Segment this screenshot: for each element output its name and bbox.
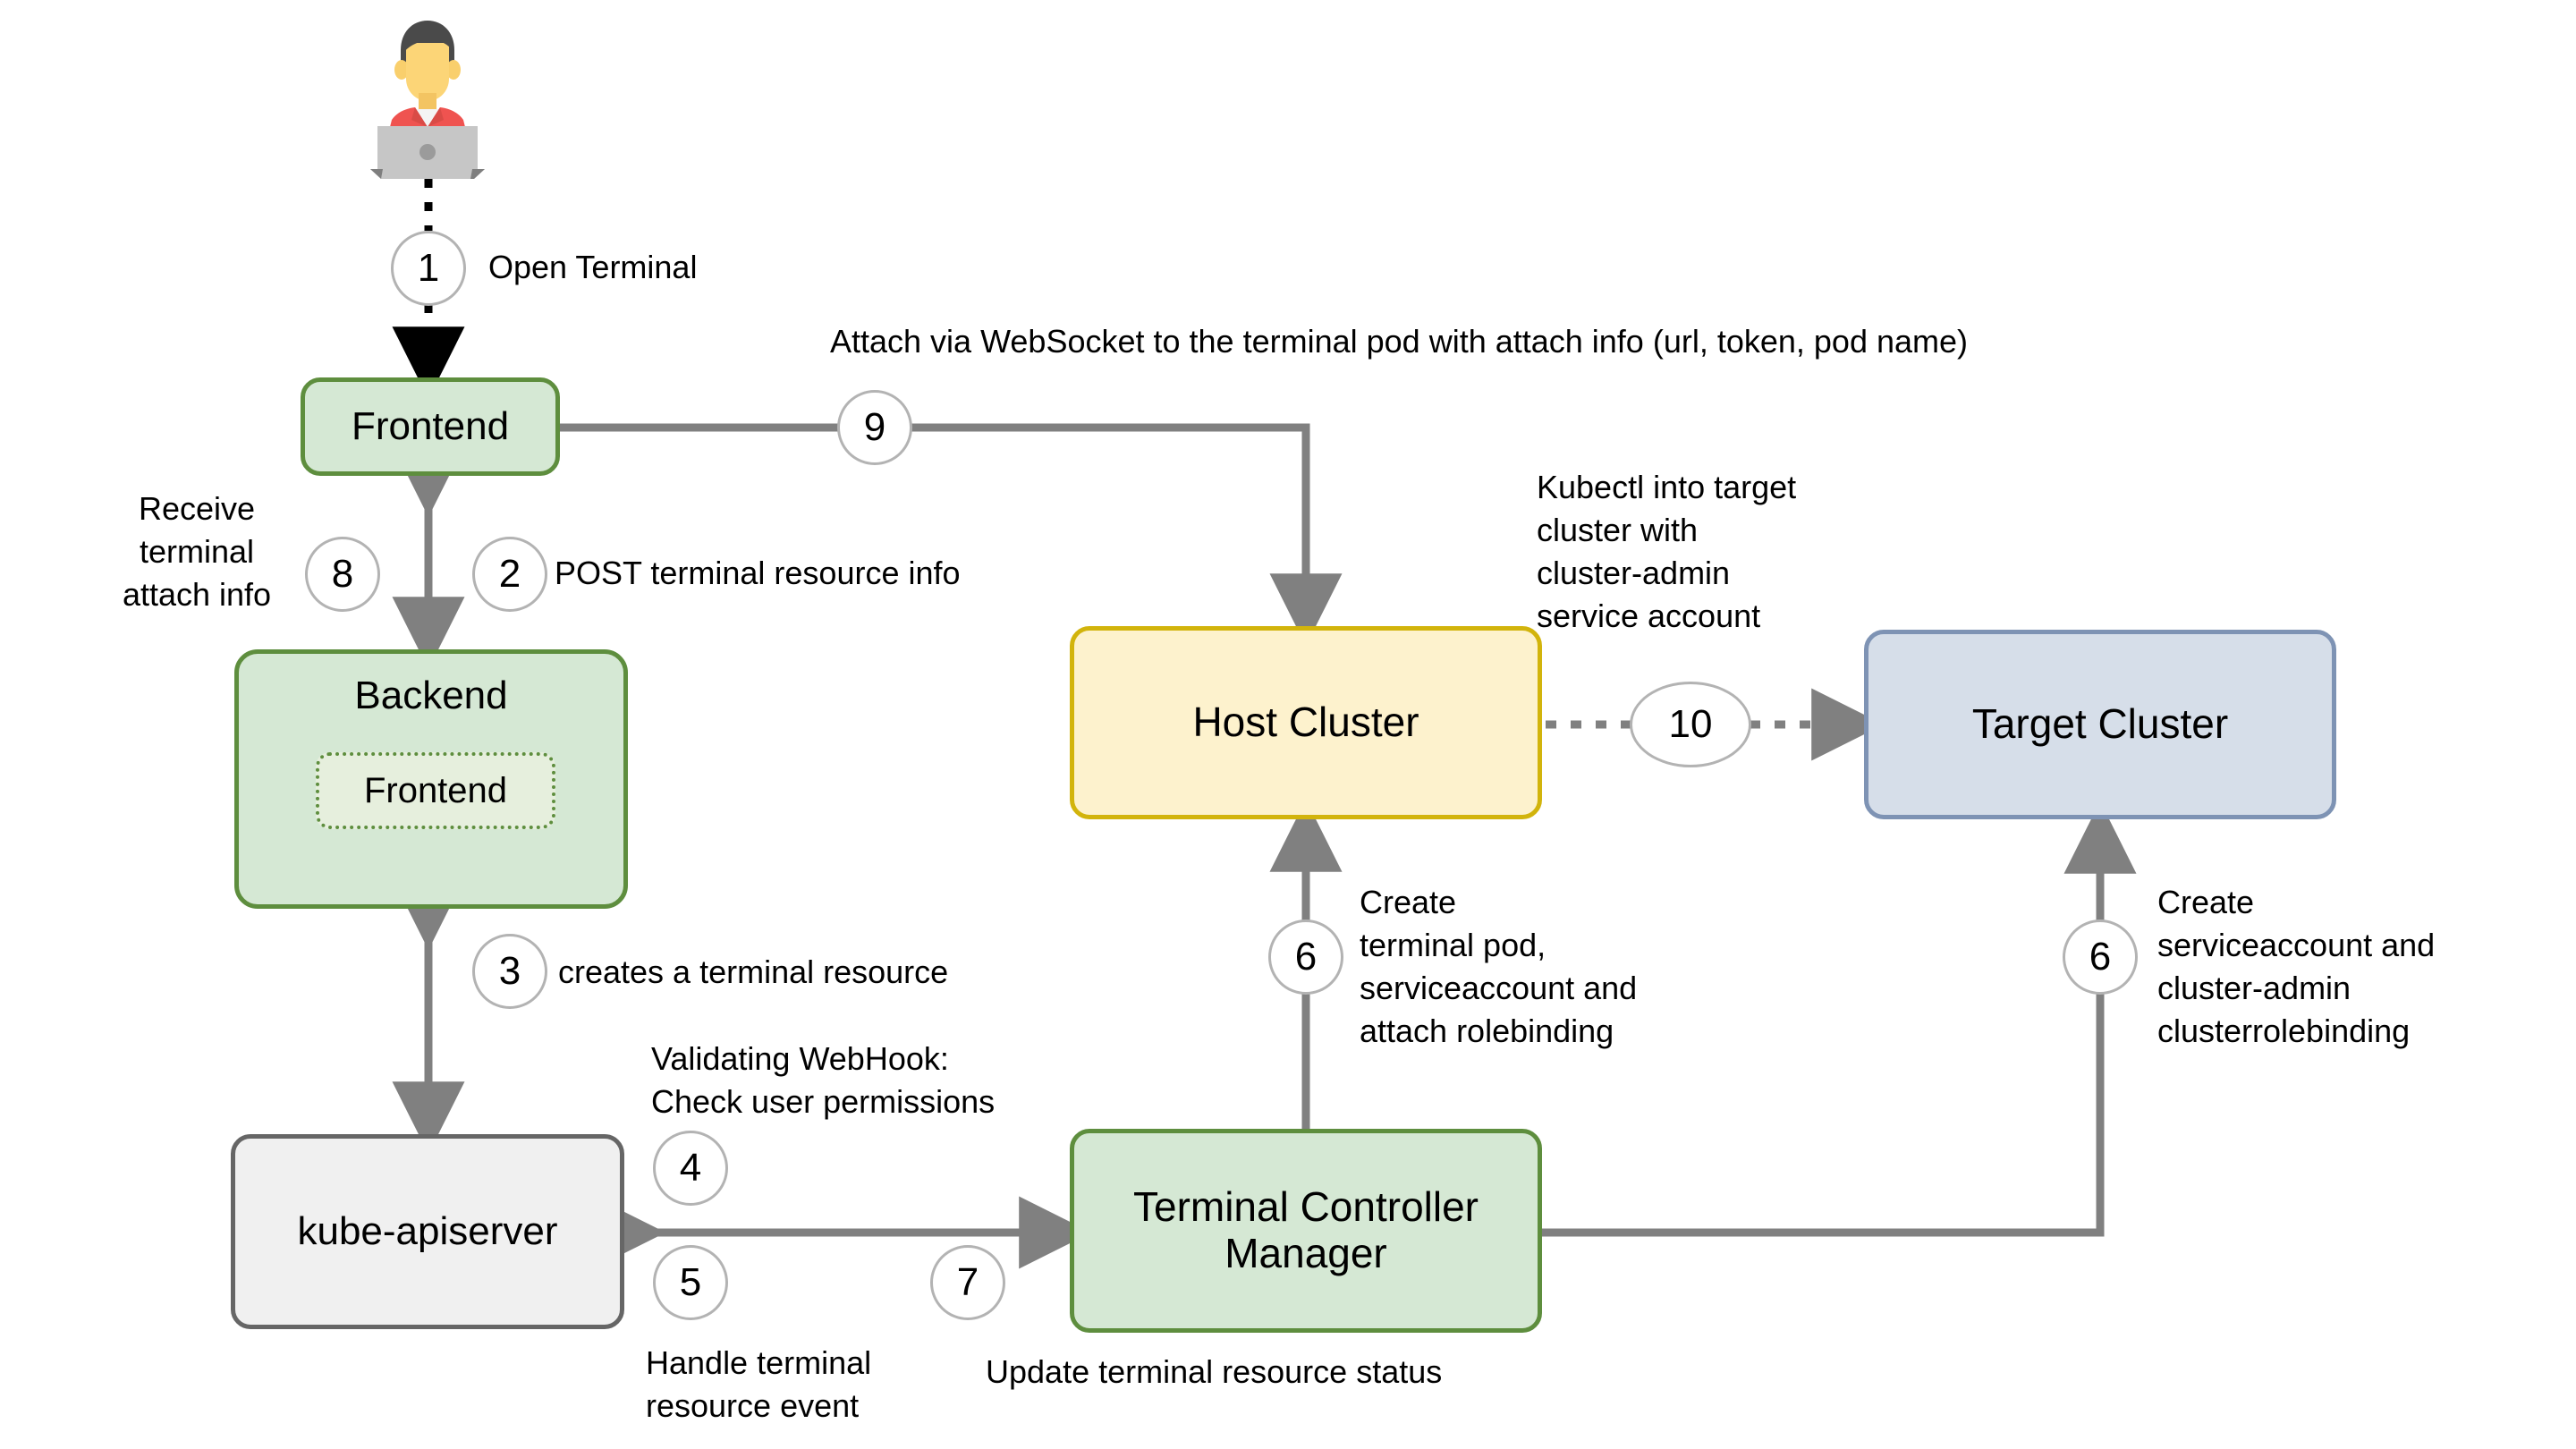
step-badge-8[interactable]: 8 <box>305 537 380 612</box>
label-handle-terminal-resource-event: Handle terminal resource event <box>646 1344 872 1424</box>
node-kube-apiserver[interactable]: kube-apiserver <box>231 1134 624 1329</box>
step-badge-4-number: 4 <box>679 1146 702 1190</box>
step-badge-5-number: 5 <box>679 1260 702 1304</box>
user-with-laptop-icon <box>370 21 485 179</box>
step-badge-9[interactable]: 9 <box>837 390 912 465</box>
node-backend[interactable]: Backend Frontend <box>234 649 628 909</box>
node-kube-apiserver-label: kube-apiserver <box>297 1209 558 1254</box>
label-attach-via-websocket: Attach via WebSocket to the terminal pod… <box>830 323 1969 360</box>
node-target-cluster-label: Target Cluster <box>1971 700 2229 748</box>
node-terminal-controller-manager-label: Terminal Controller Manager <box>1132 1183 1479 1276</box>
step-badge-4[interactable]: 4 <box>653 1131 728 1206</box>
step-badge-5[interactable]: 5 <box>653 1245 728 1320</box>
node-host-cluster-label: Host Cluster <box>1192 699 1419 746</box>
label-create-terminal-pod: Create terminal pod, serviceaccount and … <box>1360 884 1638 1049</box>
node-frontend-label: Frontend <box>351 404 510 449</box>
label-update-terminal-resource-status: Update terminal resource status <box>986 1353 1443 1390</box>
step-badge-9-number: 9 <box>863 405 886 449</box>
step-badge-3-number: 3 <box>498 949 521 993</box>
node-backend-inner-frontend-label: Frontend <box>363 770 508 810</box>
node-host-cluster[interactable]: Host Cluster <box>1070 626 1542 819</box>
step-badge-7-number: 7 <box>956 1260 979 1304</box>
node-frontend[interactable]: Frontend <box>301 377 560 476</box>
step-badge-6-host-number: 6 <box>1294 935 1318 979</box>
node-backend-label: Backend <box>354 674 508 717</box>
label-kubectl-into-target: Kubectl into target cluster with cluster… <box>1537 469 1797 634</box>
label-post-terminal-resource-info: POST terminal resource info <box>555 555 961 591</box>
node-target-cluster[interactable]: Target Cluster <box>1864 630 2336 819</box>
step-badge-10-number: 10 <box>1668 702 1713 746</box>
step-badge-2[interactable]: 2 <box>472 537 547 612</box>
label-creates-a-terminal-resource: creates a terminal resource <box>558 953 949 990</box>
step-badge-1[interactable]: 1 <box>391 231 466 306</box>
label-validating-webhook: Validating WebHook: Check user permissio… <box>651 1040 996 1120</box>
node-backend-inner-frontend[interactable]: Frontend <box>316 752 555 829</box>
label-create-serviceaccount: Create serviceaccount and cluster-admin … <box>2157 884 2436 1049</box>
step-badge-10[interactable]: 10 <box>1630 682 1751 767</box>
label-open-terminal: Open Terminal <box>488 249 698 285</box>
step-badge-2-number: 2 <box>498 552 521 596</box>
step-badge-6-target-number: 6 <box>2089 935 2112 979</box>
step-badge-1-number: 1 <box>417 246 440 290</box>
step-badge-6-target[interactable]: 6 <box>2063 919 2138 995</box>
node-terminal-controller-manager[interactable]: Terminal Controller Manager <box>1070 1129 1542 1333</box>
label-receive-terminal-attach-info: Receive terminal attach info <box>122 490 272 613</box>
step-badge-8-number: 8 <box>331 552 354 596</box>
step-badge-3[interactable]: 3 <box>472 934 547 1009</box>
step-badge-7[interactable]: 7 <box>930 1245 1005 1320</box>
step-badge-6-host[interactable]: 6 <box>1268 919 1343 995</box>
